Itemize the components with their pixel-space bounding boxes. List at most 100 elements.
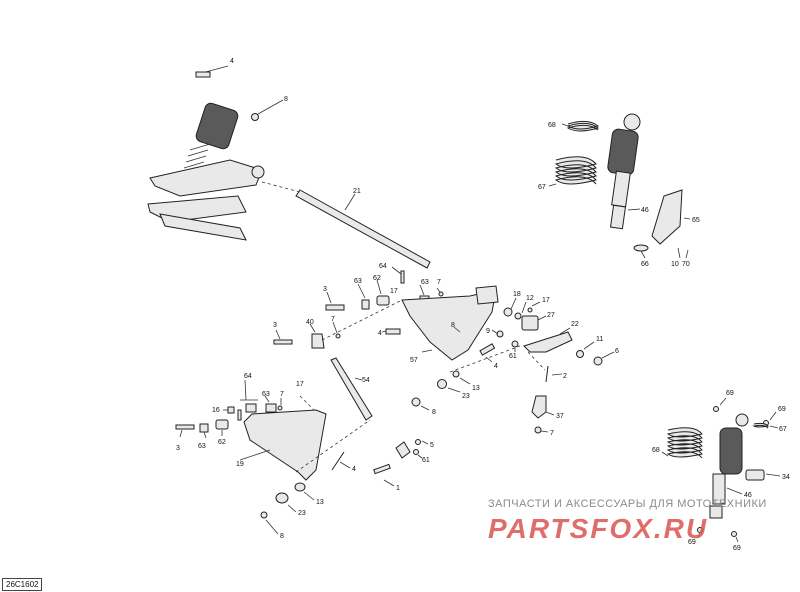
assembled-rear-suspension (147, 65, 284, 241)
bolt-part (373, 463, 391, 475)
rear-shock-spring-group (661, 397, 781, 543)
callout-46a: 46 (641, 207, 649, 214)
nut-part (413, 449, 419, 455)
callout-46b: 46 (744, 492, 752, 499)
bolt-part (195, 71, 211, 78)
nut-part (411, 397, 421, 407)
center-arm-assembly (325, 266, 519, 363)
bushing-part (731, 531, 737, 537)
ball-joint-part (475, 285, 499, 305)
block-part (521, 315, 539, 331)
callout-65: 65 (692, 217, 700, 224)
shock-body-part (719, 427, 743, 475)
callout-23a: 23 (462, 393, 470, 400)
bolt-part (175, 424, 195, 430)
callout-68a: 68 (548, 122, 556, 129)
callout-9: 9 (486, 328, 490, 335)
front-shock-spring-group (548, 113, 691, 259)
callout-63d: 63 (198, 443, 206, 450)
nut-part (534, 426, 542, 434)
callout-10: 10 (671, 261, 679, 268)
washer-part (227, 406, 235, 414)
callout-labels: 4 8 21 68 67 46 65 66 10 70 64 63 62 7 3… (176, 58, 790, 552)
callout-7a: 7 (437, 279, 441, 286)
lower-a-arm-assembly (175, 379, 429, 535)
nut-part (260, 511, 268, 519)
watermark-logo: PARTSFOX.RU (488, 513, 708, 544)
o-ring-part (503, 307, 513, 317)
fitting-part (237, 409, 242, 421)
callout-7d: 7 (280, 391, 284, 398)
upper-a-arm-part (149, 159, 263, 197)
callout-27: 27 (547, 312, 555, 319)
spring-small-part (752, 422, 770, 429)
callout-3a: 3 (323, 286, 327, 293)
spring-large-part (554, 156, 597, 185)
nipple-part (277, 405, 283, 411)
callout-17a: 17 (390, 288, 398, 295)
bracket-part (651, 189, 683, 245)
callout-17c: 17 (296, 381, 304, 388)
bushing-part (275, 492, 289, 504)
callout-62b: 62 (218, 439, 226, 446)
callout-5: 5 (430, 442, 434, 449)
callout-67b: 67 (779, 426, 787, 433)
fitting-part (527, 307, 533, 313)
lower-a-arm-part (147, 195, 247, 223)
watermark-logo-text: PARTSFOX.RU (488, 513, 708, 544)
callout-4b: 4 (378, 330, 382, 337)
sleeve-part (215, 419, 229, 430)
callout-3c: 3 (176, 445, 180, 452)
callout-16: 16 (212, 407, 220, 414)
callout-6: 6 (615, 348, 619, 355)
bolt-part (331, 451, 345, 471)
callout-57: 57 (410, 357, 418, 364)
callout-3b: 3 (273, 322, 277, 329)
tie-rod-part (330, 357, 373, 421)
callout-4c: 4 (494, 363, 498, 370)
bolt-part (273, 339, 293, 345)
bump-stop-part (745, 469, 765, 481)
tie-rod-end-part (531, 395, 547, 419)
callout-40: 40 (306, 319, 314, 326)
washer-part (576, 350, 584, 358)
washer-part (415, 439, 421, 445)
ball-joint-part (395, 441, 411, 459)
callout-69a: 69 (726, 390, 734, 397)
cotter-pin-part (545, 365, 549, 383)
washer-part (633, 244, 649, 252)
callout-34: 34 (782, 474, 790, 481)
callout-66: 66 (641, 261, 649, 268)
callout-8a: 8 (284, 96, 288, 103)
trailing-arm-part (159, 213, 247, 241)
washer-part (496, 330, 504, 338)
callout-2: 2 (563, 373, 567, 380)
nut-part (511, 340, 519, 348)
bushing-part (361, 299, 370, 310)
bushing-part (265, 403, 277, 413)
grease-fitting-part (400, 270, 405, 284)
callout-4d: 4 (352, 466, 356, 473)
spring-small-part (566, 120, 600, 132)
washer-part (294, 482, 306, 492)
callout-69d: 69 (733, 545, 741, 552)
shock-eye-part (709, 505, 723, 519)
shock-eye-part (609, 204, 627, 230)
steering-arm-part (523, 331, 573, 353)
sleeve-part (376, 295, 390, 306)
shock-rod-part (712, 473, 726, 505)
callout-37: 37 (556, 413, 564, 420)
a-arm-part (243, 409, 327, 481)
bolt-part (479, 343, 496, 356)
callout-13a: 13 (472, 385, 480, 392)
callout-8b: 8 (451, 322, 455, 329)
seal-part (514, 312, 522, 320)
callout-63b: 63 (421, 279, 429, 286)
bushing-part (437, 379, 447, 389)
callout-67a: 67 (538, 184, 546, 191)
shaft-part (295, 189, 431, 269)
callout-18: 18 (513, 291, 521, 298)
nipple-part (438, 291, 444, 297)
callout-54: 54 (362, 377, 370, 384)
